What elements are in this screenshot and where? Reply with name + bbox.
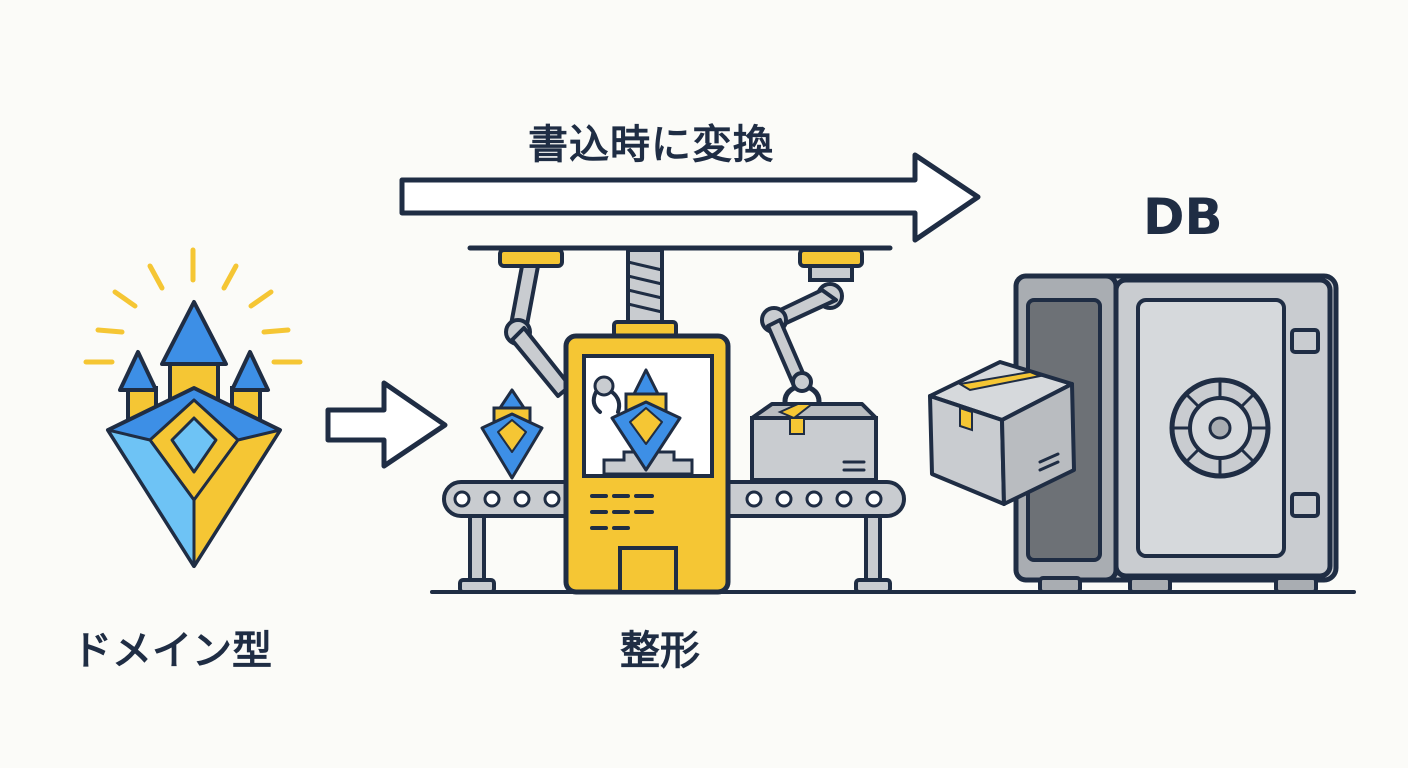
- write-transform-label: 書込時に変換: [528, 122, 774, 168]
- domain-type-label: ドメイン型: [72, 628, 272, 674]
- factory-machine-icon: [563, 333, 731, 595]
- box-on-belt-icon: [750, 402, 878, 482]
- safe-icon: [1013, 273, 1339, 594]
- gem-castle-icon: [83, 247, 303, 568]
- top-arrow-icon: [399, 152, 981, 243]
- small-gem-icon: [480, 388, 544, 480]
- robot-arm-left-icon: [498, 248, 572, 398]
- box-entering-db-icon: [928, 360, 1076, 506]
- formatting-label: 整形: [620, 628, 700, 674]
- press-screw-icon: [612, 248, 678, 338]
- small-arrow-icon: [325, 380, 448, 469]
- db-label: DB: [1143, 188, 1223, 246]
- robot-arm-right-icon: [760, 248, 864, 411]
